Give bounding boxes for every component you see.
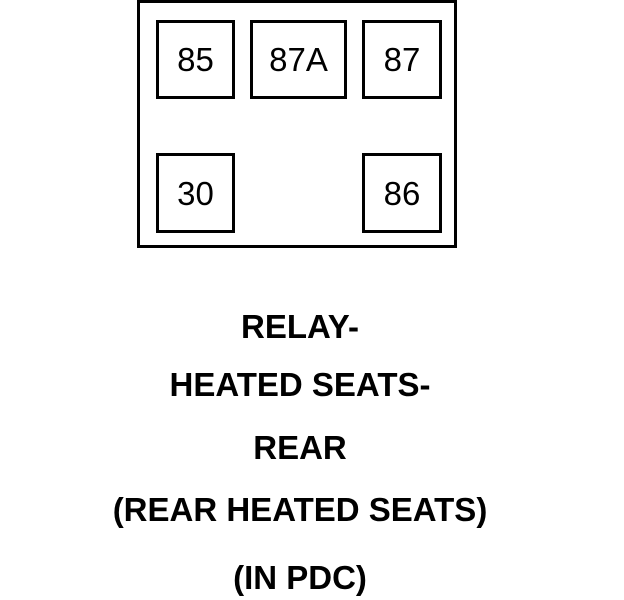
terminal-85: 85 [156,20,235,99]
terminal-86-label: 86 [383,174,421,212]
caption-line-4: (REAR HEATED SEATS) [112,491,488,528]
terminal-87a-label: 87A [269,41,328,78]
terminal-30: 30 [156,153,235,233]
terminal-85-label: 85 [177,41,214,78]
terminal-87: 87 [362,20,442,99]
terminal-87a: 87A [250,20,347,99]
caption-line-3: REAR [253,429,347,466]
terminal-87-label: 87 [383,41,421,78]
caption-line-1: RELAY- [241,308,359,345]
caption-line-5: (IN PDC) [233,559,367,596]
terminal-30-label: 30 [177,174,214,212]
relay-housing [137,0,457,248]
terminal-86: 86 [362,153,442,233]
caption-line-2: HEATED SEATS- [169,366,431,403]
